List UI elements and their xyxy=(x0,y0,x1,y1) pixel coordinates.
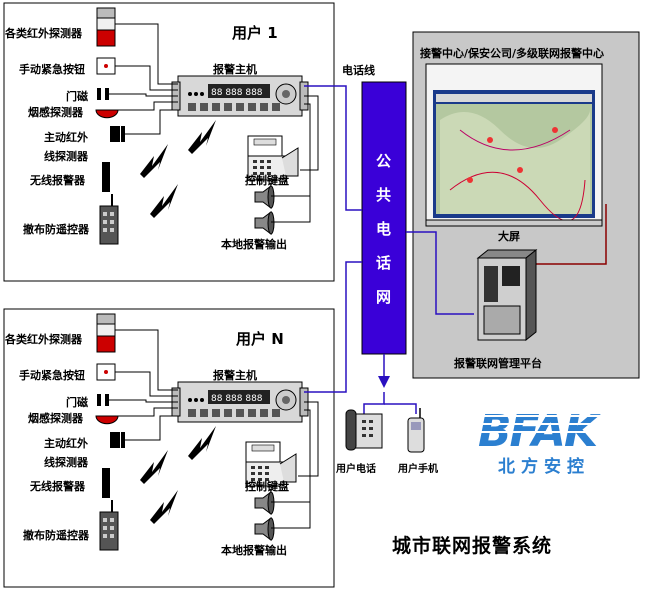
pstn-char-4: 话 xyxy=(376,254,392,272)
user-bottom-sensor-wireless: 无线报警器 xyxy=(30,480,85,493)
user-bottom-keyboard-label: 控制键盘 xyxy=(245,480,289,493)
home-phone-label: 用户电话 xyxy=(336,464,376,475)
screen-link xyxy=(530,204,607,265)
user-top-sensor-panic: 手动紧急按钮 xyxy=(19,63,85,76)
user-bottom-wiring xyxy=(109,329,319,529)
user-top-sensor-beam-1: 主动红外 xyxy=(44,131,88,144)
server-icon xyxy=(476,248,538,342)
big-screen xyxy=(425,63,603,227)
user-top-sensor-wireless: 无线报警器 xyxy=(30,174,85,187)
user-top-sensor-door: 门磁 xyxy=(66,90,88,103)
pstn-char-5: 网 xyxy=(376,288,392,306)
user-bottom-sensor-beam-2: 线探测器 xyxy=(44,456,88,469)
user-bottom-sensor-smoke: 烟感探测器 xyxy=(28,412,83,425)
center-title: 接警中心/保安公司/多级联网报警中心 xyxy=(420,47,605,60)
user-top-host-label: 报警主机 xyxy=(213,63,257,76)
phone-line-label: 电话线 xyxy=(342,64,375,77)
mobile-phone-icon xyxy=(407,408,425,453)
user-bottom-host-label: 报警主机 xyxy=(213,369,257,382)
user-top-sensor-beam-2: 线探测器 xyxy=(44,150,88,163)
user-bottom-sensor-panic: 手动紧急按钮 xyxy=(19,369,85,382)
pstn-char-1: 公 xyxy=(376,152,392,170)
user-bottom-devices xyxy=(95,313,309,551)
pstn-network xyxy=(361,81,407,355)
user-top-sensor-smoke: 烟感探测器 xyxy=(28,106,83,119)
user-top-wiring xyxy=(109,23,319,223)
user-top-title: 用户 1 xyxy=(232,24,278,42)
user-top-output-label: 本地报警输出 xyxy=(221,238,287,251)
mobile-label: 用户手机 xyxy=(398,464,438,475)
user-bottom-sensor-door: 门磁 xyxy=(66,396,88,409)
home-phone-icon xyxy=(345,409,383,451)
pstn-char-3: 电 xyxy=(376,220,392,238)
phone-lines xyxy=(304,85,474,414)
logo-bfak: BFAK xyxy=(470,406,620,457)
user-bottom-sensor-pir: 各类红外探测器 xyxy=(5,333,82,346)
platform-label: 报警联网管理平台 xyxy=(454,357,542,370)
user-top-devices xyxy=(95,7,309,245)
user-bottom-sensor-beam-1: 主动红外 xyxy=(44,437,88,450)
user-top-keyboard-label: 控制键盘 xyxy=(245,174,289,187)
system-title: 城市联网报警系统 xyxy=(392,535,553,557)
user-top-sensor-remote: 撤布防遥控器 xyxy=(23,223,89,236)
user-bottom-title: 用户 N xyxy=(236,330,284,348)
pstn-char-2: 共 xyxy=(376,186,392,204)
logo-subtitle: 北方安控 xyxy=(498,457,590,477)
user-bottom-sensor-remote: 撤布防遥控器 xyxy=(23,529,89,542)
screen-label: 大屏 xyxy=(498,230,520,243)
user-top-sensor-pir: 各类红外探测器 xyxy=(5,27,82,40)
user-bottom-output-label: 本地报警输出 xyxy=(221,544,287,557)
downlink-arrow xyxy=(378,376,390,388)
